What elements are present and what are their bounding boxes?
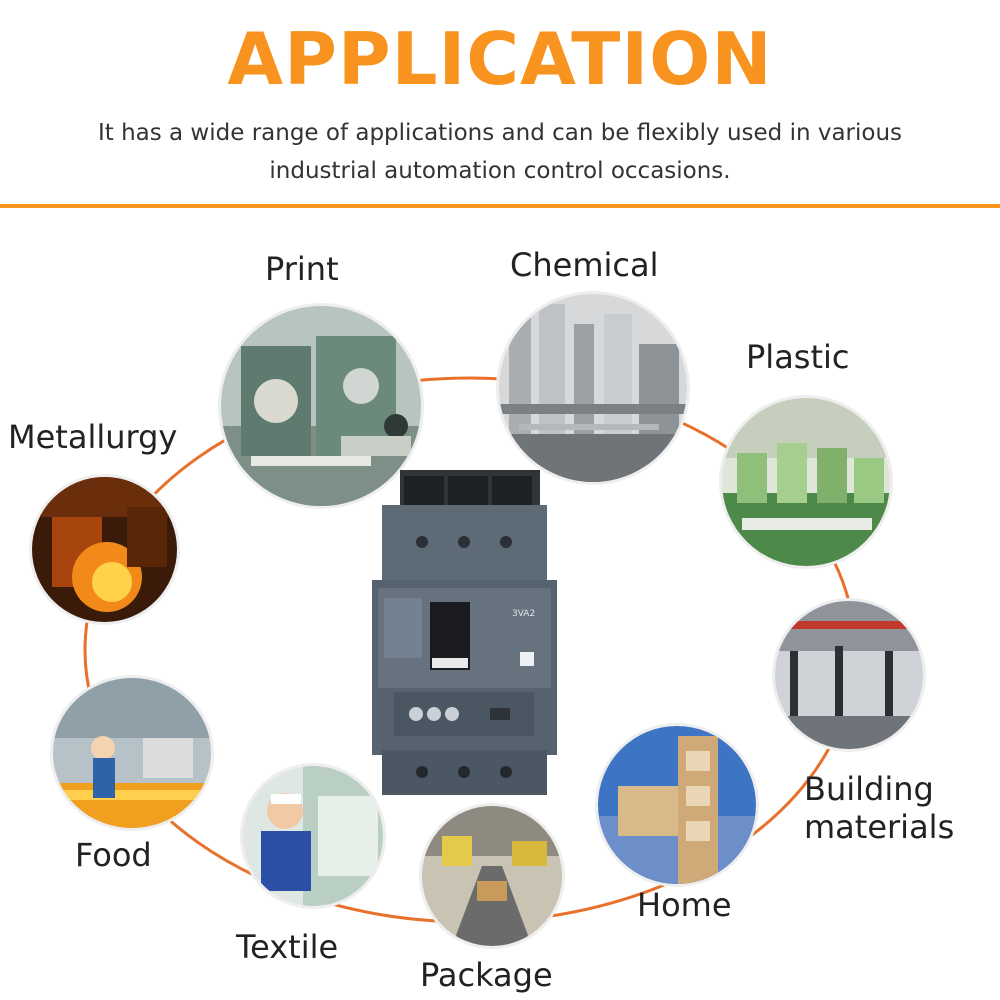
breaker-model-text: 3VA2 (512, 609, 535, 619)
label-building-materials: Building materials (804, 770, 954, 846)
print-machine-image (221, 306, 421, 506)
label-textile: Textile (236, 928, 339, 966)
label-building: Building (804, 770, 934, 808)
label-food: Food (75, 836, 152, 874)
metallurgy-furnace-image (32, 477, 177, 622)
textile-worker-image (243, 766, 383, 906)
chemical-plant-image (499, 294, 687, 482)
header-divider (0, 204, 1000, 208)
food-bottling-image (53, 678, 211, 828)
label-print: Print (265, 250, 339, 288)
label-plastic: Plastic (746, 338, 850, 376)
label-materials: materials (804, 808, 955, 846)
page-subtitle: It has a wide range of applications and … (30, 114, 970, 190)
label-package: Package (420, 956, 553, 994)
label-metallurgy: Metallurgy (8, 418, 178, 456)
subtitle-line-1: It has a wide range of applications and … (97, 120, 903, 146)
circuit-breaker-image: 3VA2 (372, 470, 557, 795)
building-materials-image (775, 601, 923, 749)
subtitle-line-2: industrial automation control occasions. (269, 158, 731, 184)
package-conveyor-image (422, 806, 562, 946)
label-home: Home (637, 886, 732, 924)
plastic-factory-image (722, 398, 890, 566)
label-chemical: Chemical (510, 246, 659, 284)
home-decor-image (598, 726, 756, 884)
page-title: APPLICATION (227, 17, 773, 101)
